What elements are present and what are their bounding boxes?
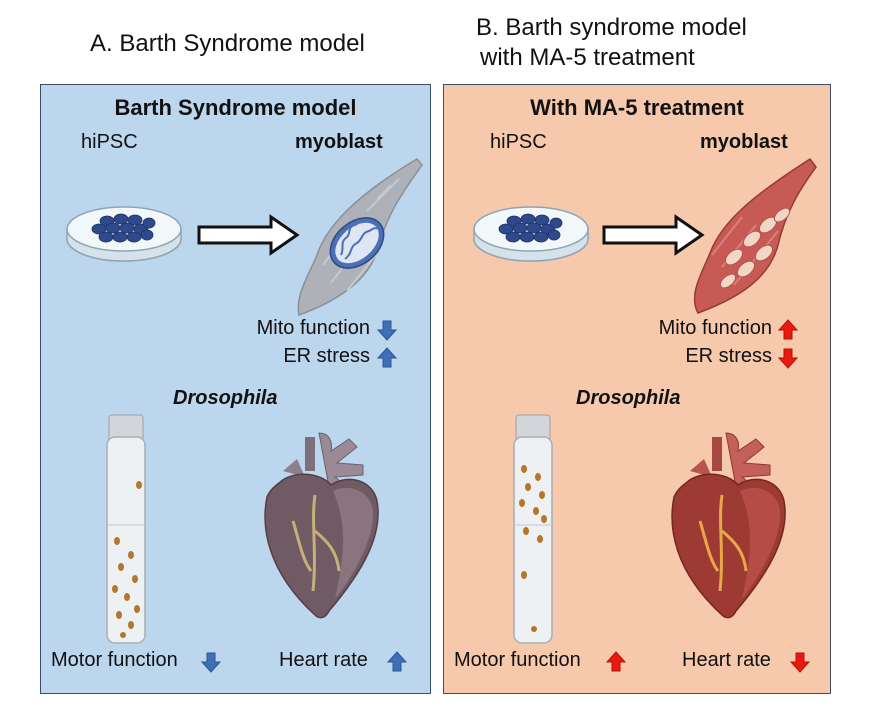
panel-a-myoblast-label: myoblast [295, 131, 383, 153]
down-arrow-icon [376, 320, 398, 341]
hollow-arrow-icon [197, 214, 300, 256]
panel-a-drosophila-label: Drosophila [173, 387, 278, 409]
panel-b-myoblast-label: myoblast [700, 131, 788, 153]
panel-b-title: With MA-5 treatment [530, 95, 744, 120]
panel-a-title: Barth Syndrome model [114, 95, 357, 120]
panel-ma5-treatment: With MA-5 treatment hiPSC myoblast [443, 84, 831, 694]
petri-dish-icon [473, 206, 589, 262]
down-arrow-icon [200, 652, 222, 673]
caption-b-line1: B. Barth syndrome model [476, 14, 747, 41]
up-arrow-icon [386, 651, 408, 672]
panel-a-heart-label: Heart rate [279, 649, 368, 671]
heart-icon [671, 432, 786, 619]
panel-b-mito-label: Mito function [658, 317, 772, 339]
fly-vial-icon [513, 414, 553, 644]
fly-vial-icon [106, 414, 146, 644]
myoblast-cell-icon [693, 157, 817, 314]
up-arrow-icon [376, 347, 398, 368]
petri-dish-icon [66, 206, 182, 262]
mitochondria-icon [719, 207, 791, 289]
panel-a-er-label: ER stress [283, 345, 370, 367]
myoblast-cell-icon [297, 158, 423, 316]
panel-b-drosophila-label: Drosophila [576, 387, 681, 409]
heart-icon [264, 432, 379, 619]
panel-b-heart-label: Heart rate [682, 649, 771, 671]
panel-b-hipsc-label: hiPSC [490, 131, 547, 153]
panel-b-motor-label: Motor function [454, 649, 581, 671]
up-arrow-icon [777, 319, 799, 340]
panel-barth-model: Barth Syndrome model hiPSC myoblast Mito… [40, 84, 431, 694]
panel-a-motor-label: Motor function [51, 649, 178, 671]
down-arrow-icon [777, 348, 799, 369]
mitochondria-icon [329, 217, 385, 269]
caption-b-line2: with MA-5 treatment [480, 44, 695, 71]
panel-a-hipsc-label: hiPSC [81, 131, 138, 153]
up-arrow-icon [605, 651, 627, 672]
caption-a: A. Barth Syndrome model [90, 30, 365, 57]
down-arrow-icon [789, 652, 811, 673]
panel-a-mito-label: Mito function [256, 317, 370, 339]
hollow-arrow-icon [602, 214, 705, 256]
panel-b-er-label: ER stress [685, 345, 772, 367]
